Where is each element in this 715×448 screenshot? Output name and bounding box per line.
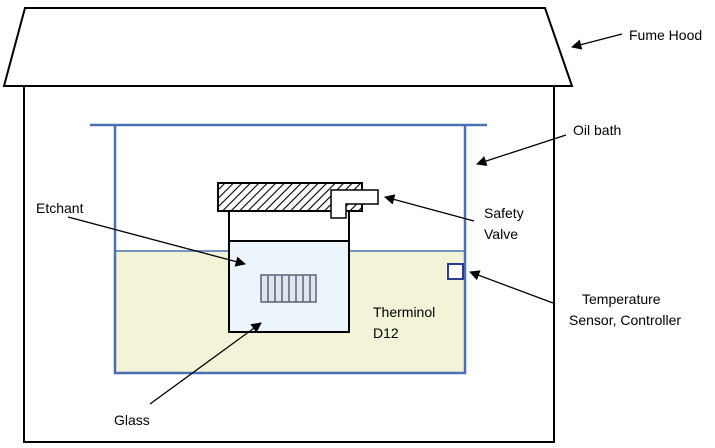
label-temperature-1: Temperature — [582, 291, 661, 307]
temperature-sensor — [447, 263, 464, 280]
label-safety-valve-1: Safety — [484, 205, 524, 221]
arrow-etchant — [67, 216, 247, 267]
label-therminol-2: D12 — [373, 325, 399, 341]
arrow-fume-hood — [570, 33, 623, 50]
arrow-safety-valve — [383, 194, 475, 222]
label-glass: Glass — [114, 412, 150, 428]
glass-sample — [260, 274, 317, 303]
arrow-oil-bath — [476, 134, 567, 167]
fume-hood-body — [23, 85, 555, 443]
label-temperature-2: Sensor, Controller — [569, 312, 681, 328]
label-oil-bath: Oil bath — [573, 122, 621, 138]
label-etchant: Etchant — [36, 200, 84, 216]
oil-bath-container — [113, 125, 467, 375]
safety-valve — [330, 189, 379, 219]
label-safety-valve-2: Valve — [484, 226, 518, 242]
arrow-temperature-sensor — [469, 270, 554, 304]
label-therminol-1: Therminol — [373, 304, 435, 320]
label-fume-hood: Fume Hood — [629, 27, 702, 43]
arrow-glass — [149, 322, 262, 405]
fume-hood-roof — [2, 7, 574, 87]
